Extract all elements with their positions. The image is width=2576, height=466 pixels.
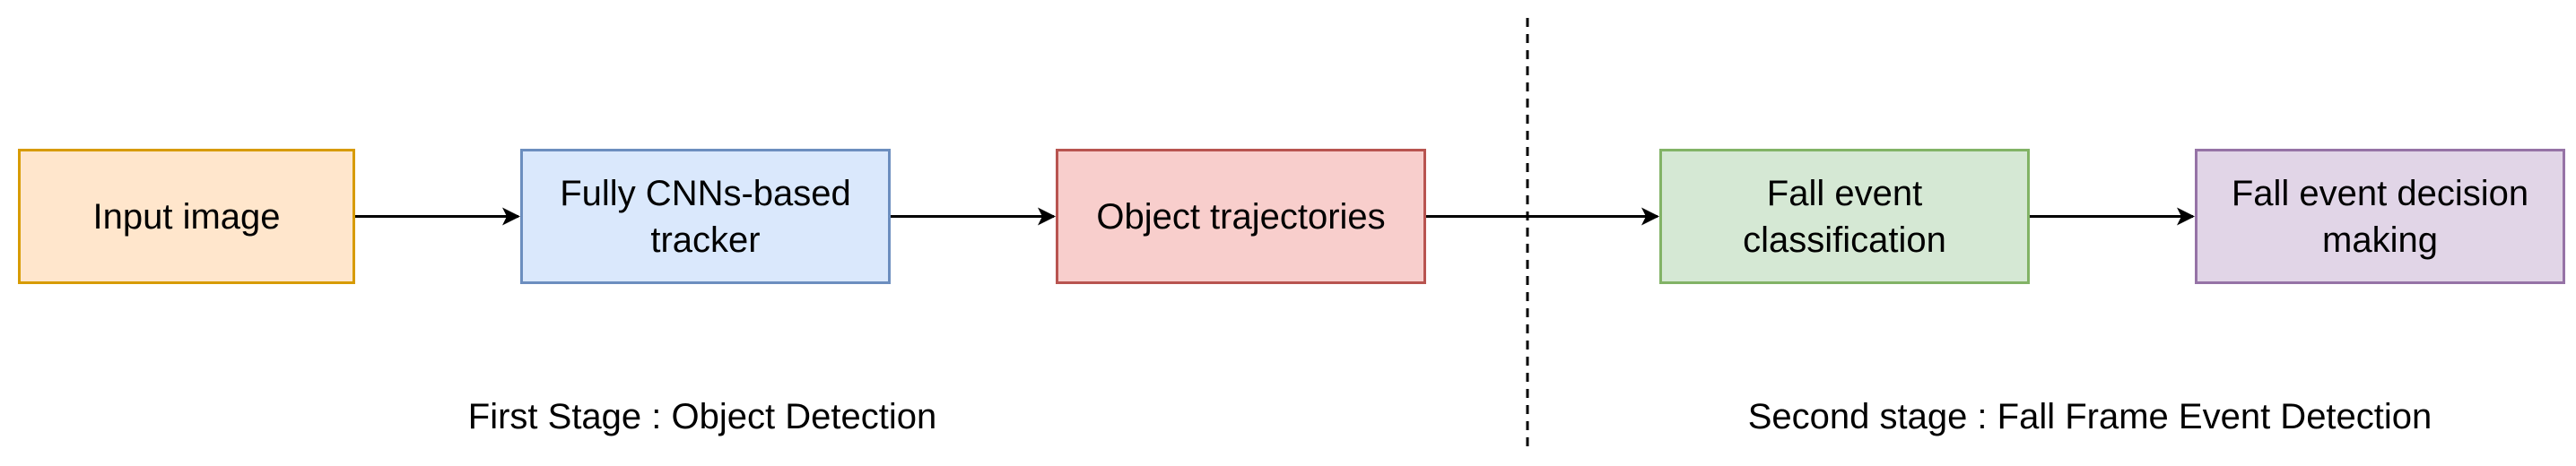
node-fall-event-decision-label: Fall event decision making (2231, 173, 2529, 260)
node-object-trajectories: Object trajectories (1056, 149, 1426, 284)
node-fall-event-classification: Fall event classification (1659, 149, 2030, 284)
node-input-image-label: Input image (92, 196, 281, 237)
node-cnn-tracker: Fully CNNs-based tracker (520, 149, 891, 284)
node-object-trajectories-label: Object trajectories (1096, 196, 1386, 237)
first-stage-label: First Stage : Object Detection (467, 397, 937, 436)
node-cnn-tracker-label: Fully CNNs-based tracker (560, 173, 851, 260)
second-stage-label: Second stage : Fall Frame Event Detectio… (1747, 397, 2432, 436)
node-fall-event-decision: Fall event decision making (2195, 149, 2565, 284)
node-fall-event-classification-label: Fall event classification (1743, 173, 1946, 260)
node-input-image: Input image (18, 149, 355, 284)
